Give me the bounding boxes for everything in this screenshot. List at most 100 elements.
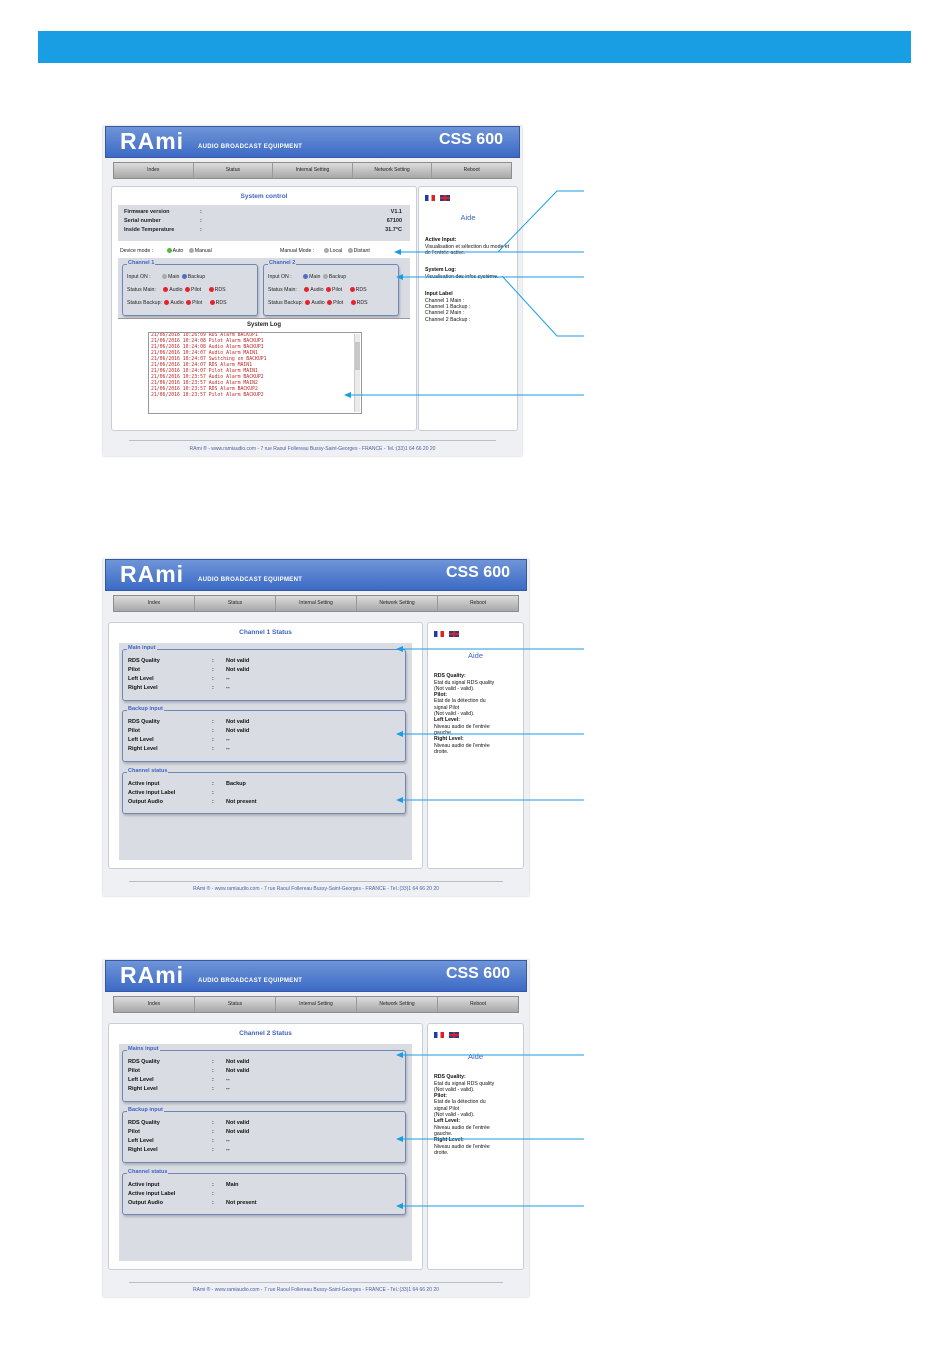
logo-tagline: AUDIO BROADCAST EQUIPMENT: [198, 577, 303, 583]
nav-menu: Index Status Internal Setting Network Se…: [113, 162, 512, 179]
menu-status[interactable]: Status: [195, 997, 276, 1012]
ch1-main-rds-led: [208, 287, 214, 293]
firmware-value: V1.1: [390, 209, 402, 215]
footer-text: RAmi ® - www.ramiaudio.com - 7 rue Raoul…: [193, 1287, 439, 1293]
top-accent-bar: [38, 31, 911, 63]
firmware-row: Firmware version: V1.1: [124, 209, 402, 215]
app-header: RAmi AUDIO BROADCAST EQUIPMENT CSS 600: [105, 960, 527, 992]
menu-internal-setting[interactable]: Internal Setting: [273, 163, 353, 178]
screenshot-system-control: RAmi AUDIO BROADCAST EQUIPMENT CSS 600 I…: [103, 126, 522, 456]
ch1-backup-rds-led: [209, 300, 215, 306]
channel2-fieldset: Channel 2 Input ON : Main Backup Status …: [263, 260, 399, 316]
language-flags: [434, 631, 464, 638]
french-flag-icon[interactable]: [434, 631, 444, 638]
log-line: 21/06/2016 10:24:07 Switching on BACKUP1: [151, 357, 267, 363]
help-panel: Aide Active Input:Visualisation et sélec…: [418, 186, 518, 431]
menu-network-setting[interactable]: Network Setting: [353, 163, 433, 178]
help-text: Active Input:Visualisation et sélection …: [425, 237, 510, 323]
ch2-backup-rds-led: [350, 300, 356, 306]
french-flag-icon[interactable]: [425, 195, 435, 202]
menu-reboot[interactable]: Reboot: [469, 600, 487, 606]
backup-input-fieldset: Backup input RDS Quality:Not valid Pilot…: [122, 706, 406, 762]
ch2-backup-radio[interactable]: [322, 274, 328, 280]
system-log-title: System Log: [246, 322, 281, 328]
model-name: CSS 600: [438, 131, 503, 148]
ch2-main-pilot-led: [326, 287, 332, 293]
help-title: Aide: [467, 651, 483, 660]
uk-flag-icon[interactable]: [440, 195, 450, 202]
language-flags: [434, 1032, 464, 1039]
ch2-backup-audio-led: [305, 300, 311, 306]
menu-index[interactable]: Index: [114, 163, 194, 178]
ch1-backup-pilot-led: [186, 300, 192, 306]
app-header: RAmi AUDIO BROADCAST EQUIPMENT CSS 600: [105, 126, 520, 158]
menu-internal-setting[interactable]: Internal Setting: [276, 997, 357, 1012]
log-scrollbar[interactable]: [354, 334, 360, 412]
logo-tagline: AUDIO BROADCAST EQUIPMENT: [198, 978, 303, 984]
log-line: 21/06/2016 10:26:09 RDS Alarm BACKUP1: [151, 333, 258, 338]
ch1-main-audio-led: [163, 287, 169, 293]
menu-reboot[interactable]: Reboot: [469, 1001, 487, 1007]
channel1-status-panel: Channel 1 Status Main input RDS Quality:…: [108, 622, 423, 869]
help-title: Aide: [467, 1052, 483, 1061]
footer-text: RAmi ® - www.ramiaudio.com - 7 rue Raoul…: [193, 886, 439, 892]
screenshot-channel2-status: RAmi AUDIO BROADCAST EQUIPMENT CSS 600 I…: [103, 960, 529, 1297]
auto-radio[interactable]: [166, 248, 172, 254]
panel-title: System control: [240, 193, 288, 200]
app-header: RAmi AUDIO BROADCAST EQUIPMENT CSS 600: [105, 559, 527, 591]
menu-status[interactable]: Status: [195, 596, 276, 611]
distant-radio[interactable]: [347, 248, 353, 254]
ch2-main-audio-led: [304, 287, 310, 293]
model-name: CSS 600: [445, 965, 510, 982]
log-line: 21/06/2016 10:23:57 RDS Alarm BACKUP2: [151, 387, 258, 393]
menu-index[interactable]: Index: [114, 997, 195, 1012]
rami-logo: RAmi: [120, 561, 185, 587]
system-log-list[interactable]: 21/06/2016 10:26:09 RDS Alarm BACKUP1 21…: [148, 332, 362, 414]
help-title: Aide: [460, 213, 476, 222]
ch1-backup-audio-led: [164, 300, 170, 306]
panel-title: Channel 2 Status: [239, 1030, 292, 1037]
channel2-status-panel: Channel 2 Status Mains input RDS Quality…: [108, 1023, 423, 1270]
help-text: RDS Quality:Etat du signal RDS quality (…: [434, 673, 495, 755]
model-name: CSS 600: [445, 564, 510, 581]
footer-text: RAmi ® - www.ramiaudio.com - 7 rue Raoul…: [189, 446, 436, 452]
menu-index[interactable]: Index: [114, 596, 195, 611]
help-panel: Aide RDS Quality:Etat du signal RDS qual…: [427, 622, 524, 869]
language-flags: [425, 195, 455, 202]
backup-input-fieldset: Backup input RDS Quality:Not valid Pilot…: [122, 1107, 406, 1163]
system-control-panel: System control Firmware version: V1.1 Se…: [111, 186, 417, 431]
ch1-main-radio[interactable]: [162, 274, 168, 280]
ch1-backup-radio[interactable]: [181, 274, 187, 280]
temperature-row: Inside Temperature: 31.7°C: [124, 227, 402, 233]
serial-value: 67100: [386, 218, 402, 224]
ch2-main-radio[interactable]: [303, 274, 309, 280]
log-line: 21/06/2016 10:24:08 Audio Alarm BACKUP1: [151, 345, 264, 351]
channel-status-fieldset: Channel status Active input:Backup Activ…: [122, 768, 406, 814]
channel1-fieldset: Channel 1 Input ON : Main Backup Status …: [122, 260, 258, 316]
manual-radio[interactable]: [188, 248, 194, 254]
menu-internal-setting[interactable]: Internal Setting: [276, 596, 357, 611]
divider: [118, 318, 410, 319]
menu-status[interactable]: Status: [194, 163, 274, 178]
nav-menu: Index Status Internal Setting Network Se…: [113, 595, 519, 612]
logo-tagline: AUDIO BROADCAST EQUIPMENT: [198, 144, 303, 150]
menu-reboot[interactable]: Reboot: [463, 167, 480, 173]
uk-flag-icon[interactable]: [449, 1032, 459, 1039]
temperature-value: 31.7°C: [385, 227, 402, 233]
nav-menu: Index Status Internal Setting Network Se…: [113, 996, 519, 1013]
log-line: 21/06/2016 10:23:57 Pilot Alarm BACKUP2: [151, 393, 264, 399]
system-info-box: Firmware version: V1.1 Serial number: 67…: [118, 205, 410, 241]
device-mode-row: Device mode : Auto Manual: [120, 248, 212, 254]
menu-network-setting[interactable]: Network Setting: [357, 997, 438, 1012]
help-panel: Aide RDS Quality:Etat du signal RDS qual…: [427, 1023, 524, 1270]
uk-flag-icon[interactable]: [449, 631, 459, 638]
french-flag-icon[interactable]: [434, 1032, 444, 1039]
main-input-fieldset: Main input RDS Quality:Not valid Pilot:N…: [122, 645, 406, 701]
menu-network-setting[interactable]: Network Setting: [357, 596, 438, 611]
channel-status-fieldset: Channel status Active input:Main Active …: [122, 1169, 406, 1215]
rami-logo: RAmi: [120, 962, 185, 988]
ch2-backup-pilot-led: [327, 300, 333, 306]
main-input-fieldset: Mains input RDS Quality:Not valid Pilot:…: [122, 1046, 406, 1102]
serial-row: Serial number: 67100: [124, 218, 402, 224]
local-radio[interactable]: [323, 248, 329, 254]
